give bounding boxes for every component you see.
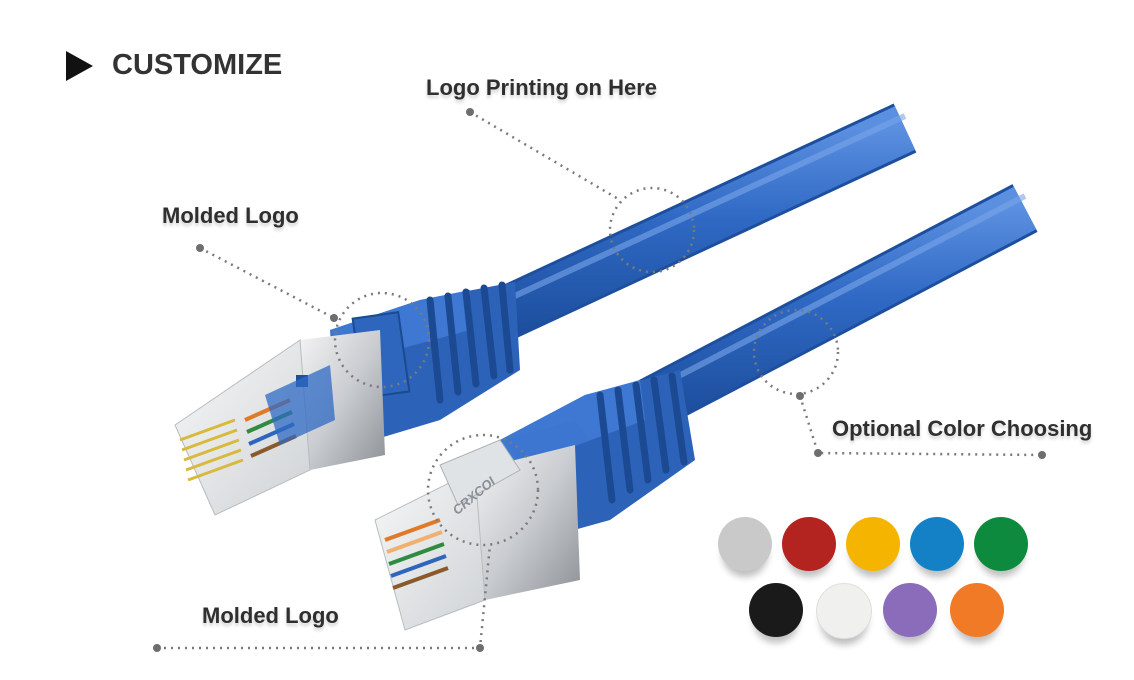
heading-text: CUSTOMIZE: [112, 49, 283, 81]
color-swatch: [782, 517, 836, 571]
leader-dots: [153, 108, 1046, 652]
color-swatch: [974, 517, 1028, 571]
callout-circle-molded-logo-bottom: [426, 433, 540, 547]
label-molded-logo-top: Molded Logo: [162, 203, 299, 228]
color-swatch: [910, 517, 964, 571]
lower-cable: [627, 184, 1038, 434]
label-optional-color: Optional Color Choosing: [832, 416, 1093, 441]
upper-plug: [174, 330, 385, 516]
section-heading: CUSTOMIZE: [66, 49, 282, 82]
color-swatch: [846, 517, 900, 571]
color-swatch: [883, 583, 937, 637]
upper-cable: [458, 103, 917, 355]
color-swatch: [950, 583, 1004, 637]
callout-circle-molded-logo-top: [333, 291, 431, 389]
color-swatch: [718, 517, 772, 571]
label-molded-logo-bottom: Molded Logo: [202, 603, 339, 628]
label-logo-printing: Logo Printing on Here: [426, 75, 657, 100]
callout-circle-color: [752, 308, 840, 396]
lower-plug: CRXCOI: [374, 439, 580, 631]
color-swatch: [816, 583, 872, 639]
leader-logo-printing: [469, 110, 621, 202]
play-triangle-icon: [66, 50, 93, 81]
color-swatch: [749, 583, 803, 637]
callout-circle-logo-printing: [608, 186, 696, 274]
leader-molded-logo-top: [199, 246, 335, 320]
